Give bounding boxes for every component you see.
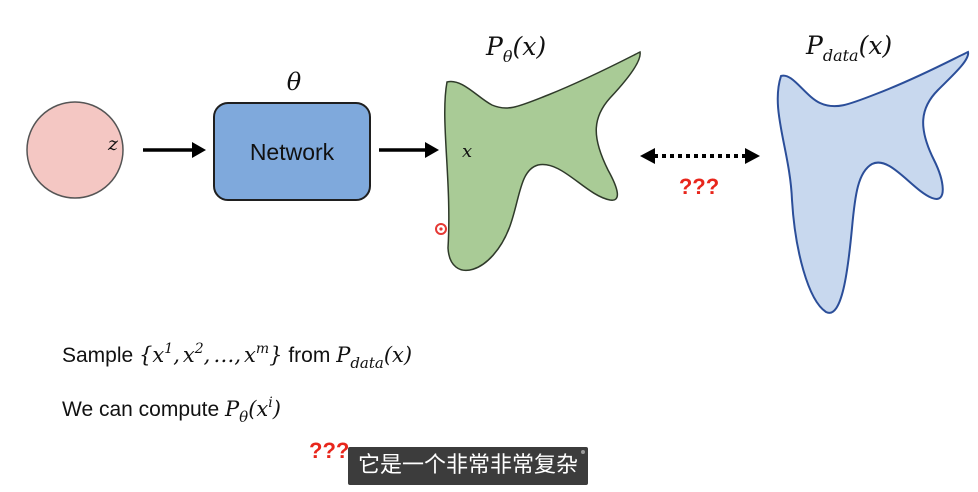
subtitle-text: 它是一个非常非常复杂 bbox=[358, 453, 579, 478]
network-label: Network bbox=[250, 139, 335, 165]
data-distribution-shape bbox=[776, 50, 970, 314]
bottom-question-marks: ??? bbox=[309, 438, 349, 463]
arrow-latent-to-network bbox=[143, 142, 206, 158]
arrow-network-to-distribution bbox=[379, 142, 439, 158]
network-box bbox=[213, 102, 371, 201]
latent-circle bbox=[26, 101, 124, 199]
question-marks: ??? bbox=[679, 174, 719, 199]
sample-x-label: x bbox=[462, 141, 472, 162]
latent-z-label: z bbox=[107, 133, 119, 155]
theta-label: θ bbox=[287, 68, 302, 96]
video-subtitle: 它是一个非常非常复杂 bbox=[348, 447, 589, 485]
data-distribution-title: Pdata(x) bbox=[805, 31, 892, 65]
comparison-double-arrow bbox=[640, 148, 760, 164]
generated-distribution-title: Pθ(x) bbox=[485, 32, 546, 66]
sample-line: Sample {x1,x2,…,xm} from Pdata(x) bbox=[62, 341, 412, 372]
subtitle-mark bbox=[581, 450, 586, 454]
cursor-dot bbox=[435, 223, 447, 235]
compute-line: We can compute Pθ(xi) bbox=[62, 395, 281, 426]
generated-distribution-shape bbox=[444, 50, 641, 272]
